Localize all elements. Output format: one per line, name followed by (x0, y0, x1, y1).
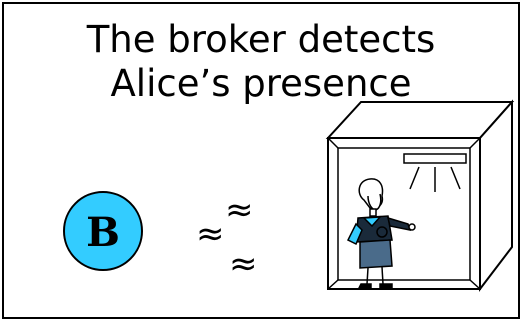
room-corner-tl (327, 137, 339, 149)
signal-wave-2: ≈ (225, 190, 254, 230)
woman-figure-icon (346, 178, 416, 289)
presence-scene: B ≈ ≈ ≈ (63, 99, 515, 292)
ceiling-light-icon (403, 153, 467, 192)
title-line-2: Alice’s presence (110, 62, 412, 105)
broker-circle (63, 191, 143, 271)
slide-title: The broker detects Alice’s presence (4, 18, 518, 106)
broker-label: B (86, 209, 120, 256)
signal-waves-icon: ≈ ≈ ≈ (196, 190, 258, 284)
signal-wave-1: ≈ (196, 214, 225, 254)
room-cube (325, 99, 515, 292)
room-corner-bl (327, 279, 339, 290)
title-line-1: The broker detects (86, 18, 436, 61)
signal-wave-3: ≈ (229, 244, 258, 284)
room-corner-br (469, 279, 481, 290)
slide-frame: The broker detects Alice’s presence B ≈ … (2, 2, 520, 319)
room-corner-tr (469, 137, 481, 149)
broker-node: B (63, 191, 143, 271)
